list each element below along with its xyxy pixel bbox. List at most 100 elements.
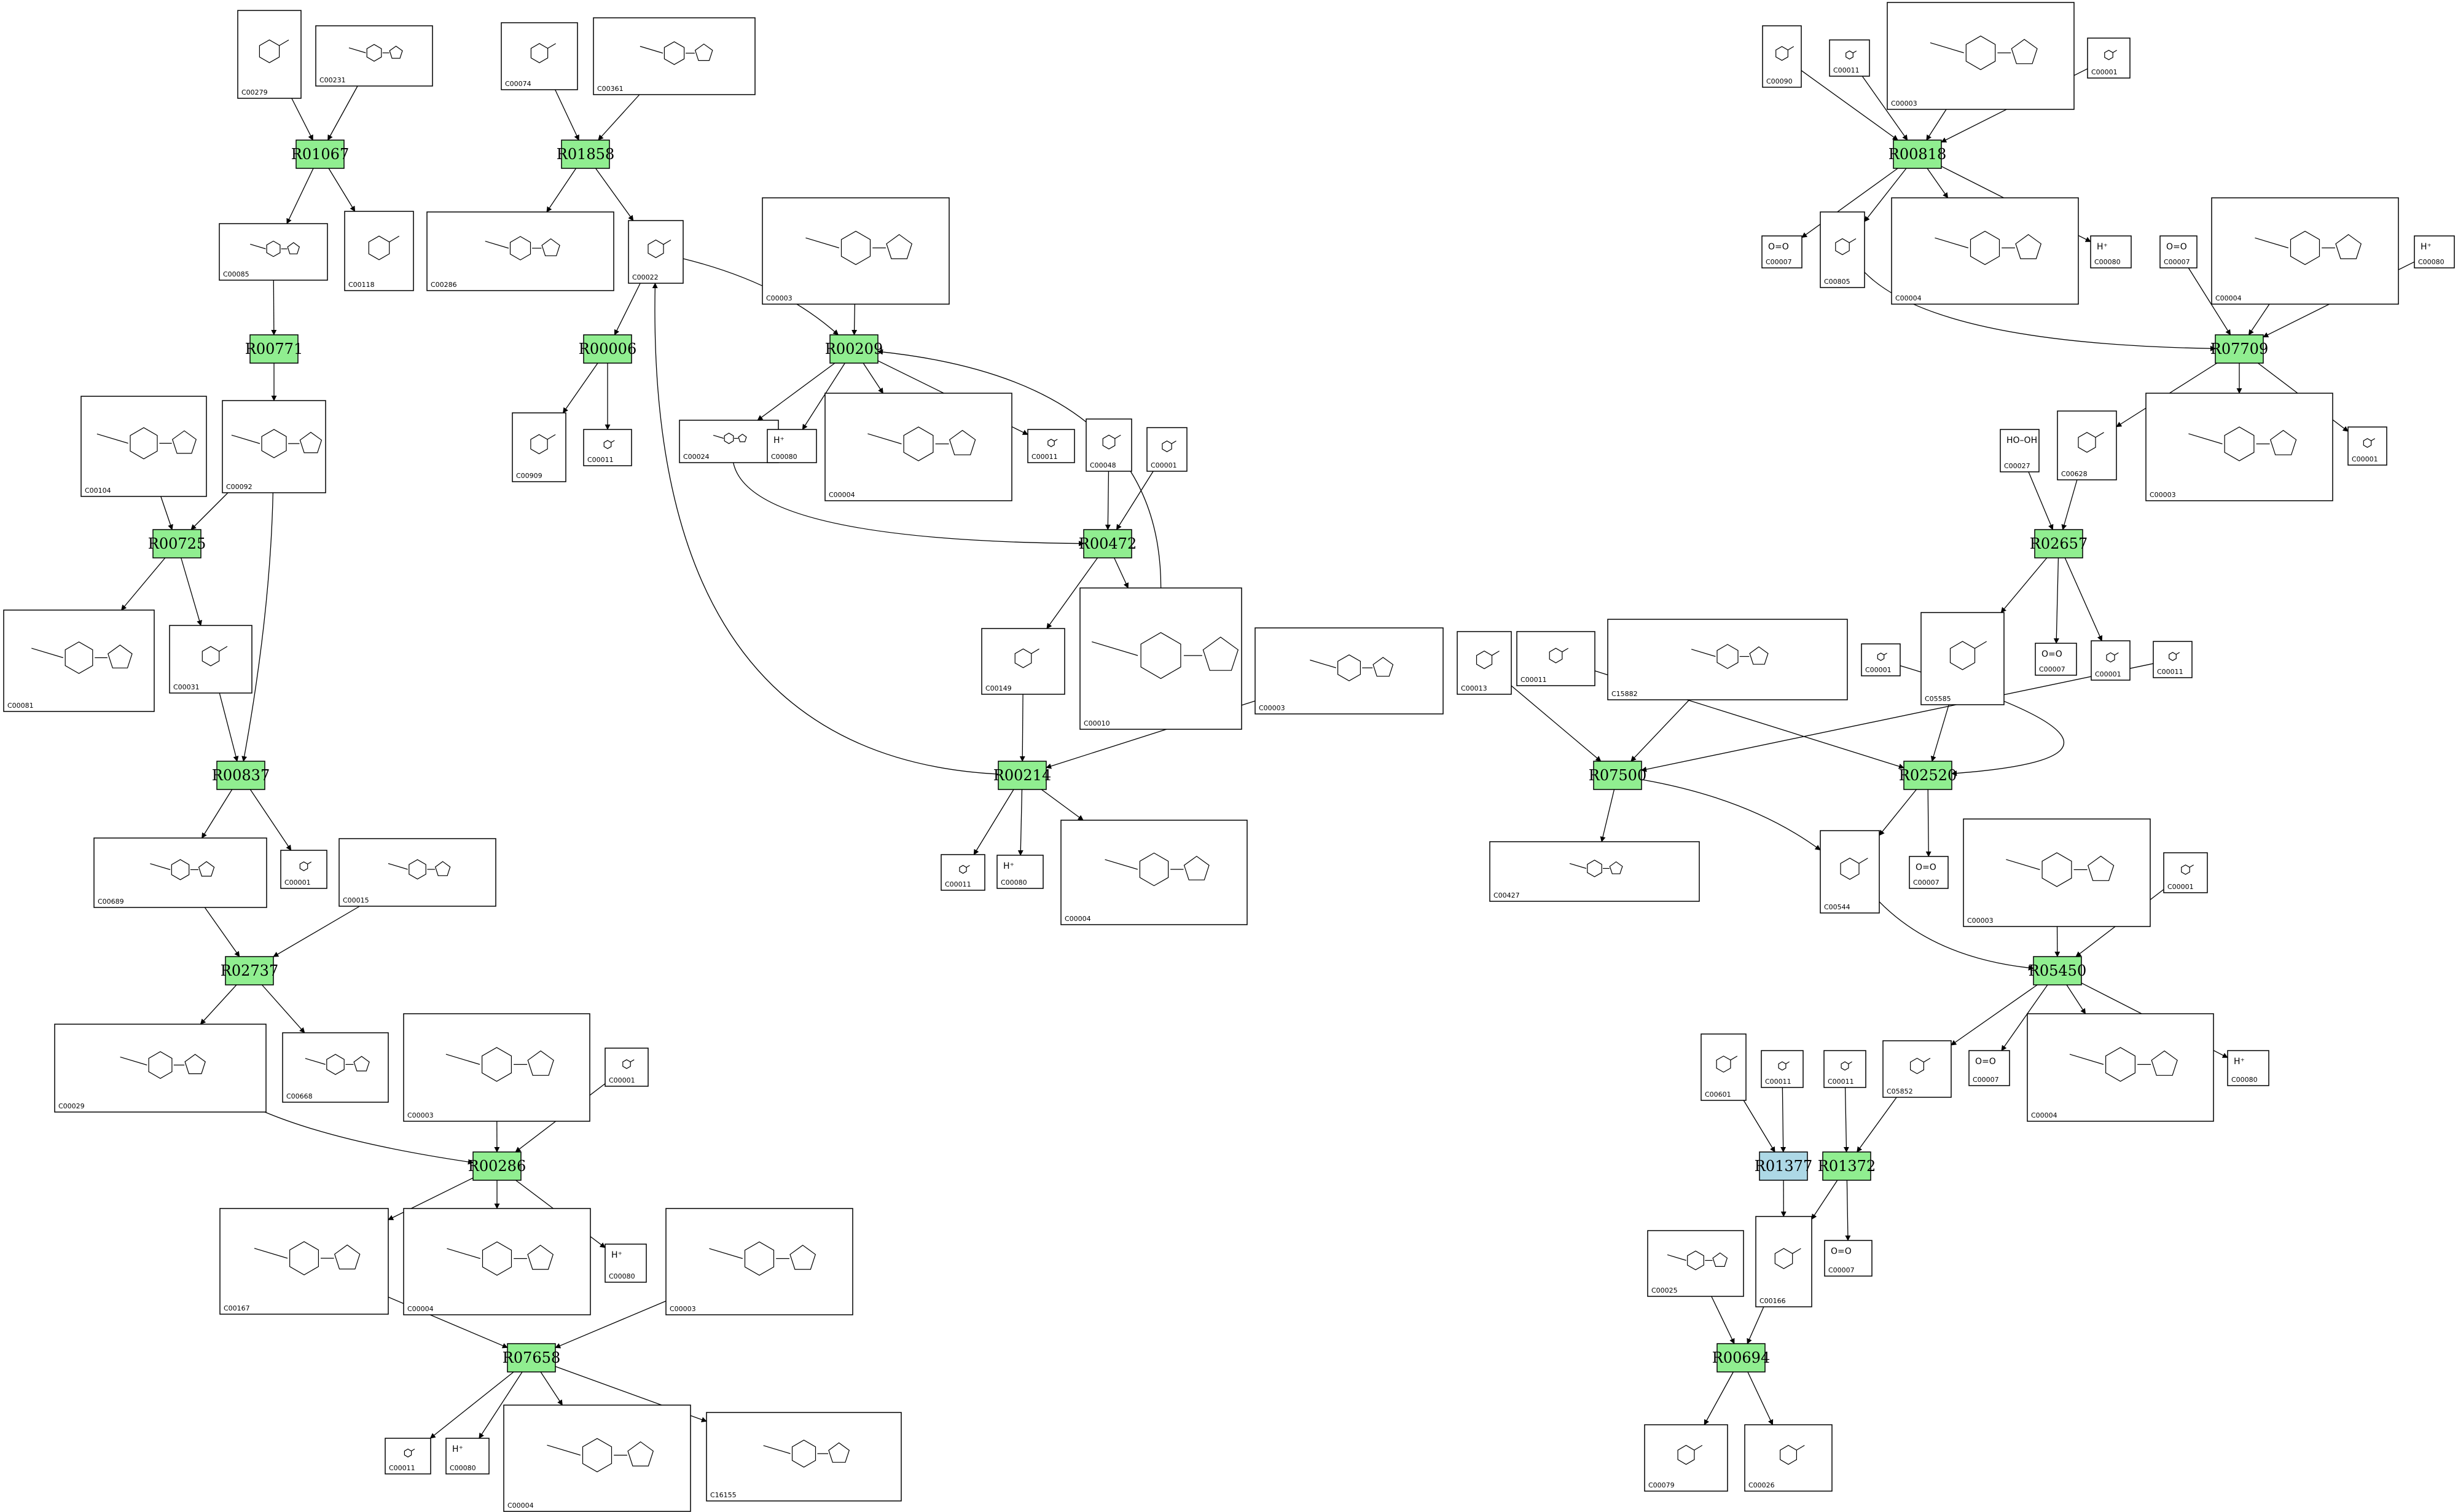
compound-c00004[interactable]: C00004 (2211, 197, 2399, 305)
compound-c00092[interactable]: C00092 (222, 400, 326, 493)
reaction-r00006[interactable]: R00006 (579, 334, 636, 364)
compound-c00080[interactable]: H⁺C00080 (996, 855, 1044, 889)
compound-c00011[interactable]: C00011 (583, 429, 632, 466)
compound-c00003[interactable]: C00003 (2145, 393, 2333, 501)
compound-c00003[interactable]: C00003 (1963, 818, 2151, 927)
compound-c00001[interactable]: C00001 (2091, 640, 2131, 681)
reaction-r01067[interactable]: R01067 (291, 139, 349, 169)
compound-c00011[interactable]: C00011 (1823, 1050, 1866, 1088)
compound-c00011[interactable]: C00011 (941, 854, 985, 891)
reaction-r02737[interactable]: R02737 (221, 956, 278, 985)
compound-c15882[interactable]: C15882 (1607, 619, 1848, 700)
compound-c00231[interactable]: C00231 (315, 25, 433, 87)
compound-c00026[interactable]: C00026 (1744, 1424, 1833, 1492)
compound-c00011[interactable]: C00011 (2153, 641, 2193, 678)
compound-c05585[interactable]: C05585 (1920, 612, 2005, 705)
compound-c00080[interactable]: H⁺C00080 (767, 429, 817, 463)
compound-c00104[interactable]: C00104 (80, 396, 207, 497)
compound-c16155[interactable]: C16155 (706, 1412, 902, 1502)
reaction-r07658[interactable]: R07658 (503, 1343, 560, 1373)
reaction-r01372[interactable]: R01372 (1818, 1151, 1876, 1181)
compound-c00015[interactable]: C00015 (339, 838, 496, 907)
compound-c00003[interactable]: C00003 (665, 1208, 853, 1315)
reaction-r00214[interactable]: R00214 (993, 761, 1051, 790)
compound-c00149[interactable]: C00149 (981, 628, 1065, 695)
compound-c00004[interactable]: C00004 (1060, 820, 1248, 925)
compound-c00004[interactable]: C00004 (403, 1208, 591, 1315)
compound-c00011[interactable]: C00011 (1027, 429, 1075, 463)
reaction-r07500[interactable]: R07500 (1589, 761, 1646, 790)
compound-c00080[interactable]: H⁺C00080 (445, 1438, 490, 1475)
compound-c00001[interactable]: C00001 (1146, 427, 1188, 472)
compound-c00031[interactable]: C00031 (169, 625, 252, 694)
reaction-r00725[interactable]: R00725 (148, 529, 206, 558)
compound-c00074[interactable]: C00074 (501, 22, 578, 90)
compound-c00668[interactable]: C00668 (282, 1032, 389, 1103)
compound-c00022[interactable]: C00022 (628, 220, 684, 284)
compound-c00010[interactable]: C00010 (1079, 587, 1242, 730)
compound-c00004[interactable]: C00004 (2027, 1013, 2214, 1122)
compound-c00689[interactable]: C00689 (93, 837, 267, 908)
compound-c00001[interactable]: C00001 (2347, 426, 2387, 466)
compound-c00286[interactable]: C00286 (426, 211, 614, 291)
compound-c00029[interactable]: C00029 (54, 1024, 267, 1113)
compound-c00003[interactable]: C00003 (762, 197, 950, 305)
compound-c00085[interactable]: C00085 (219, 223, 328, 281)
compound-c00601[interactable]: C00601 (1701, 1033, 1747, 1101)
compound-c00004[interactable]: C00004 (1891, 197, 2079, 305)
compound-c00805[interactable]: C00805 (1820, 211, 1865, 288)
reaction-r01377[interactable]: R01377 (1755, 1151, 1812, 1181)
reaction-r01858[interactable]: R01858 (557, 139, 614, 169)
compound-c00048[interactable]: C00048 (1086, 418, 1132, 472)
compound-c00167[interactable]: C00167 (219, 1208, 389, 1315)
compound-c00361[interactable]: C00361 (593, 17, 756, 95)
compound-c00001[interactable]: C00001 (1861, 643, 1901, 676)
compound-c00024[interactable]: C00024 (679, 420, 779, 463)
compound-c00001[interactable]: C00001 (605, 1048, 649, 1087)
compound-c00013[interactable]: C00013 (1457, 631, 1512, 695)
compound-c00011[interactable]: C00011 (385, 1438, 431, 1475)
compound-c00001[interactable]: C00001 (2087, 37, 2131, 79)
compound-c00003[interactable]: C00003 (1254, 627, 1444, 715)
compound-c00118[interactable]: C00118 (344, 211, 414, 291)
compound-c00080[interactable]: H⁺C00080 (605, 1244, 647, 1283)
reaction-r05450[interactable]: R05450 (2029, 956, 2086, 985)
compound-c05852[interactable]: C05852 (1882, 1040, 1952, 1098)
compound-c00279[interactable]: C00279 (237, 10, 302, 99)
reaction-r00472[interactable]: R00472 (1079, 529, 1137, 558)
compound-c00909[interactable]: C00909 (512, 412, 566, 482)
compound-c00011[interactable]: C00011 (1516, 631, 1595, 686)
compound-c00080[interactable]: H⁺C00080 (2090, 235, 2132, 268)
reaction-r02520[interactable]: R02520 (1899, 761, 1957, 790)
compound-c00080[interactable]: H⁺C00080 (2227, 1050, 2269, 1086)
reaction-r00209[interactable]: R00209 (825, 334, 883, 364)
compound-c00080[interactable]: H⁺C00080 (2414, 235, 2455, 268)
compound-c00011[interactable]: C00011 (1829, 39, 1870, 77)
reaction-r00694[interactable]: R00694 (1712, 1343, 1770, 1373)
compound-c00001[interactable]: C00001 (2163, 852, 2208, 893)
reaction-r00837[interactable]: R00837 (212, 761, 270, 790)
reaction-r00771[interactable]: R00771 (245, 334, 303, 364)
compound-c00628[interactable]: C00628 (2057, 410, 2117, 480)
compound-c00166[interactable]: C00166 (1755, 1216, 1812, 1307)
compound-c00090[interactable]: C00090 (1762, 25, 1802, 88)
compound-c00081[interactable]: C00081 (3, 609, 155, 712)
reaction-r00286[interactable]: R00286 (468, 1151, 526, 1181)
compound-c00004[interactable]: C00004 (824, 393, 1012, 501)
reaction-r07709[interactable]: R07709 (2210, 334, 2268, 364)
compound-c00544[interactable]: C00544 (1820, 830, 1880, 914)
compound-c00001[interactable]: C00001 (280, 850, 327, 889)
compound-c00079[interactable]: C00079 (1644, 1424, 1728, 1492)
compound-c00025[interactable]: C00025 (1647, 1230, 1744, 1297)
reaction-r02657[interactable]: R02657 (2030, 529, 2088, 558)
reaction-r00818[interactable]: R00818 (1889, 139, 1946, 169)
compound-c00003[interactable]: C00003 (1887, 2, 2075, 110)
compound-c00011[interactable]: C00011 (1761, 1050, 1804, 1088)
